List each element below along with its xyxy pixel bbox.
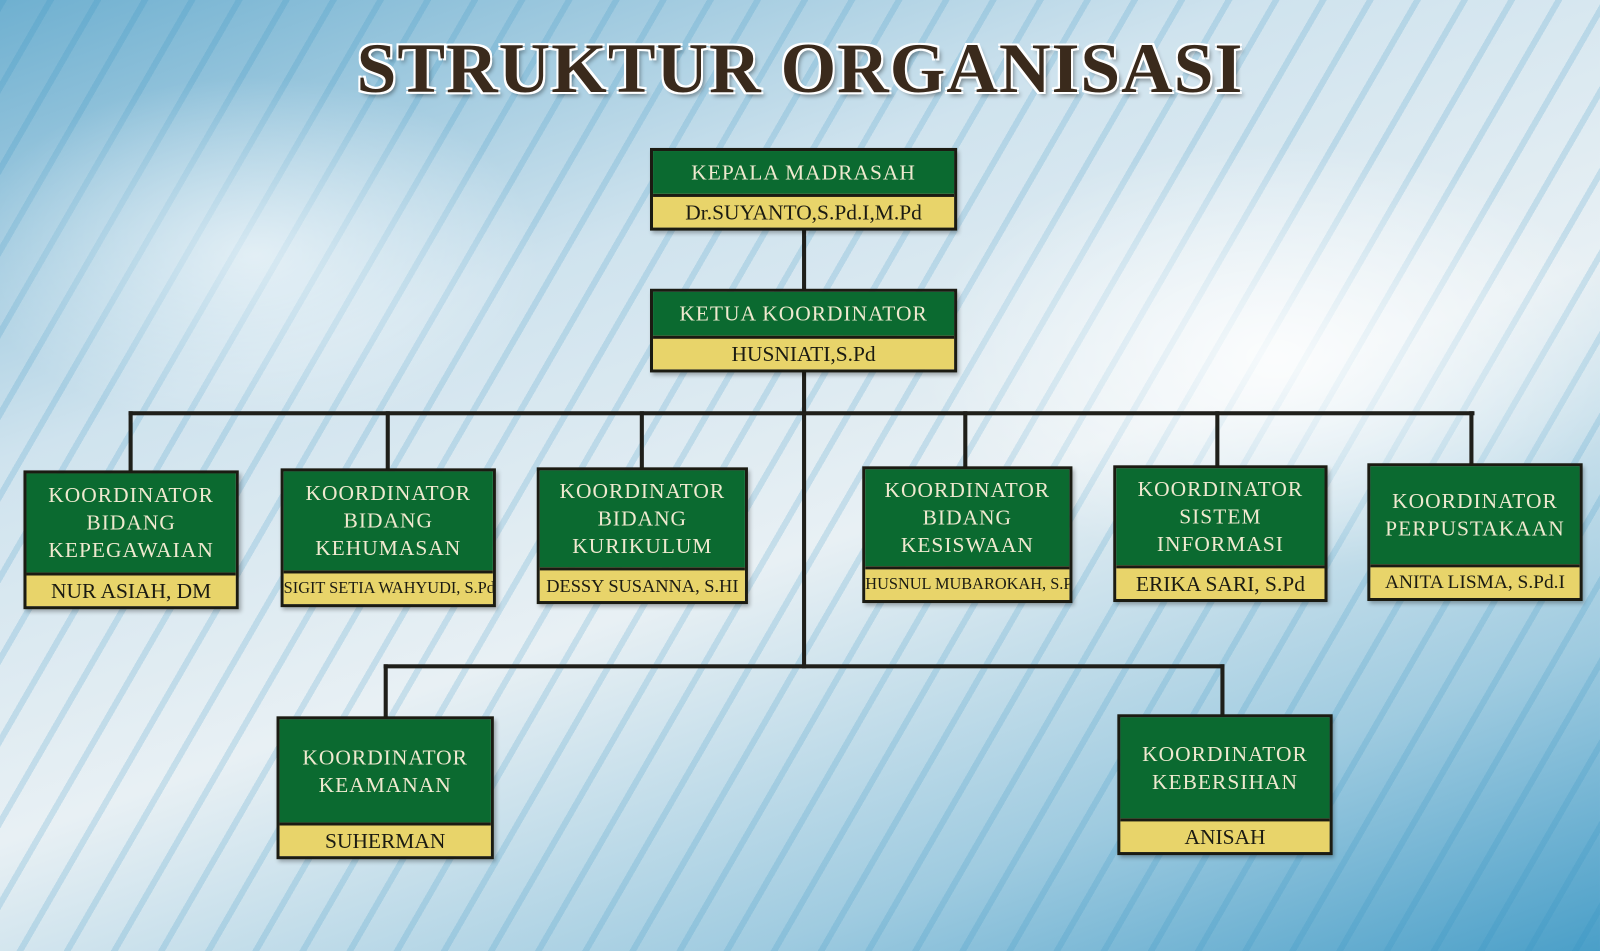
box-sistem-informasi: KOORDINATOR SISTEM INFORMASI ERIKA SARI,…: [1113, 465, 1328, 603]
box-kehumasan: KOORDINATOR BIDANG KEHUMASAN SIGIT SETIA…: [280, 468, 496, 608]
person-name: ANISAH: [1120, 818, 1330, 853]
connector-line: [1220, 664, 1225, 717]
role-label: KOORDINATOR BIDANG KURIKULUM: [539, 470, 745, 568]
box-ketua-koordinator: KETUA KOORDINATOR HUSNIATI,S.Pd: [649, 288, 958, 373]
person-name: Dr.SUYANTO,S.Pd.I,M.Pd: [653, 193, 955, 228]
person-name: DESSY SUSANNA, S.HI: [539, 567, 745, 602]
box-kebersihan: KOORDINATOR KEBERSIHAN ANISAH: [1117, 714, 1333, 856]
connector-line: [1469, 411, 1474, 466]
box-kepala-madrasah: KEPALA MADRASAH Dr.SUYANTO,S.Pd.I,M.Pd: [649, 147, 958, 231]
role-label: KOORDINATOR KEBERSIHAN: [1120, 717, 1330, 819]
connector-line: [802, 229, 807, 291]
person-name: SIGIT SETIA WAHYUDI, S.Pd.I: [283, 570, 493, 605]
person-name: ERIKA SARI, S.Pd: [1116, 565, 1325, 599]
role-label: KOORDINATOR PERPUSTAKAAN: [1370, 466, 1580, 565]
connector-line: [963, 411, 968, 469]
connector-line: [1215, 411, 1220, 468]
chart-title: STRUKTUR ORGANISASI: [356, 29, 1244, 109]
box-kepegawaian: KOORDINATOR BIDANG KEPEGAWAIAN NUR ASIAH…: [23, 470, 239, 610]
person-name: HUSNUL MUBAROKAH, S.Pd: [865, 566, 1070, 600]
connector-line: [802, 371, 807, 669]
connector-line: [639, 411, 644, 470]
role-label: KOORDINATOR BIDANG KEPEGAWAIAN: [26, 473, 236, 573]
connector-line: [128, 411, 133, 473]
box-kurikulum: KOORDINATOR BIDANG KURIKULUM DESSY SUSAN…: [536, 467, 748, 605]
person-name: HUSNIATI,S.Pd: [653, 335, 955, 370]
box-perpustakaan: KOORDINATOR PERPUSTAKAAN ANITA LISMA, S.…: [1367, 463, 1583, 602]
person-name: ANITA LISMA, S.Pd.I: [1370, 564, 1580, 598]
role-label: KOORDINATOR BIDANG KESISWAAN: [865, 469, 1070, 567]
connector-line: [385, 411, 390, 471]
box-keamanan: KOORDINATOR KEAMANAN SUHERMAN: [276, 716, 494, 860]
role-label: KOORDINATOR KEAMANAN: [279, 719, 491, 823]
role-label: KEPALA MADRASAH: [653, 151, 955, 194]
person-name: NUR ASIAH, DM: [26, 572, 236, 607]
box-kesiswaan: KOORDINATOR BIDANG KESISWAAN HUSNUL MUBA…: [862, 466, 1073, 604]
role-label: KETUA KOORDINATOR: [653, 291, 955, 336]
connector-line: [383, 664, 388, 719]
connector-line: [383, 664, 1225, 669]
role-label: KOORDINATOR BIDANG KEHUMASAN: [283, 471, 493, 571]
connector-line: [128, 411, 1475, 416]
person-name: SUHERMAN: [279, 822, 491, 857]
role-label: KOORDINATOR SISTEM INFORMASI: [1116, 468, 1325, 566]
